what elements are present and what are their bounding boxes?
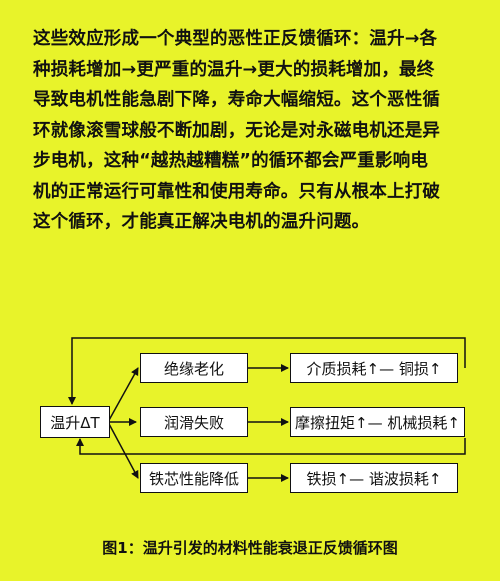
figure-caption: 图1：温升引发的材料性能衰退正反馈循环图 bbox=[102, 539, 398, 557]
effect-label: 摩擦扭矩↑— 机械损耗↑ bbox=[295, 413, 460, 432]
branch-arrow-3 bbox=[107, 421, 139, 479]
branch-arrow-1 bbox=[107, 367, 139, 423]
effect-label: 铁损↑— 谐波损耗↑ bbox=[306, 469, 442, 488]
effect-label: 介质损耗↑— 铜损↑ bbox=[306, 359, 442, 378]
paragraph-line: 步电机，这种“越热越糟糕”的循环都会严重影响电 bbox=[33, 151, 429, 171]
effect-node: 摩擦扭矩↑— 机械损耗↑ bbox=[290, 407, 465, 437]
paragraph-line: 机的正常运行可靠性和使用寿命。只有从根本上打破 bbox=[33, 181, 441, 202]
mechanism-label: 铁芯性能降低 bbox=[148, 469, 239, 488]
body-paragraph: 这些效应形成一个典型的恶性正反馈循环：温升→各 种损耗增加→更严重的温升→更大的… bbox=[33, 24, 473, 238]
source-label: 温升ΔT bbox=[50, 413, 100, 432]
mechanism-node: 绝缘老化 bbox=[140, 353, 248, 383]
mechanism-label: 润滑失败 bbox=[163, 413, 224, 432]
feedback-loop-diagram: 温升ΔT 绝缘老化 润滑失败 铁芯性能降低 介质损耗↑— 铜损↑ 摩擦扭矩↑— … bbox=[0, 330, 500, 530]
mechanism-node: 润滑失败 bbox=[140, 407, 248, 437]
paragraph-line: 环就像滚雪球般不断加剧，无论是对永磁电机还是异 bbox=[33, 120, 441, 141]
mechanism-node: 铁芯性能降低 bbox=[140, 463, 248, 493]
source-node: 温升ΔT bbox=[40, 406, 110, 438]
mechanism-label: 绝缘老化 bbox=[163, 359, 224, 378]
diagram-connectors bbox=[68, 337, 466, 482]
feedback-line-bottom bbox=[76, 438, 466, 455]
effect-node: 铁损↑— 谐波损耗↑ bbox=[290, 463, 458, 493]
paragraph-line: 这些效应形成一个典型的恶性正反馈循环：温升→各 bbox=[33, 29, 438, 49]
paragraph-line: 种损耗增加→更严重的温升→更大的损耗增加，最终 bbox=[33, 59, 435, 80]
effect-node: 介质损耗↑— 铜损↑ bbox=[290, 353, 458, 383]
paragraph-line: 导致电机性能急剧下降，寿命大幅缩短。这个恶性循 bbox=[33, 90, 441, 110]
paragraph-line: 这个循环，才能真正解决电机的温升问题。 bbox=[33, 212, 370, 232]
feedback-line-top bbox=[68, 337, 466, 405]
